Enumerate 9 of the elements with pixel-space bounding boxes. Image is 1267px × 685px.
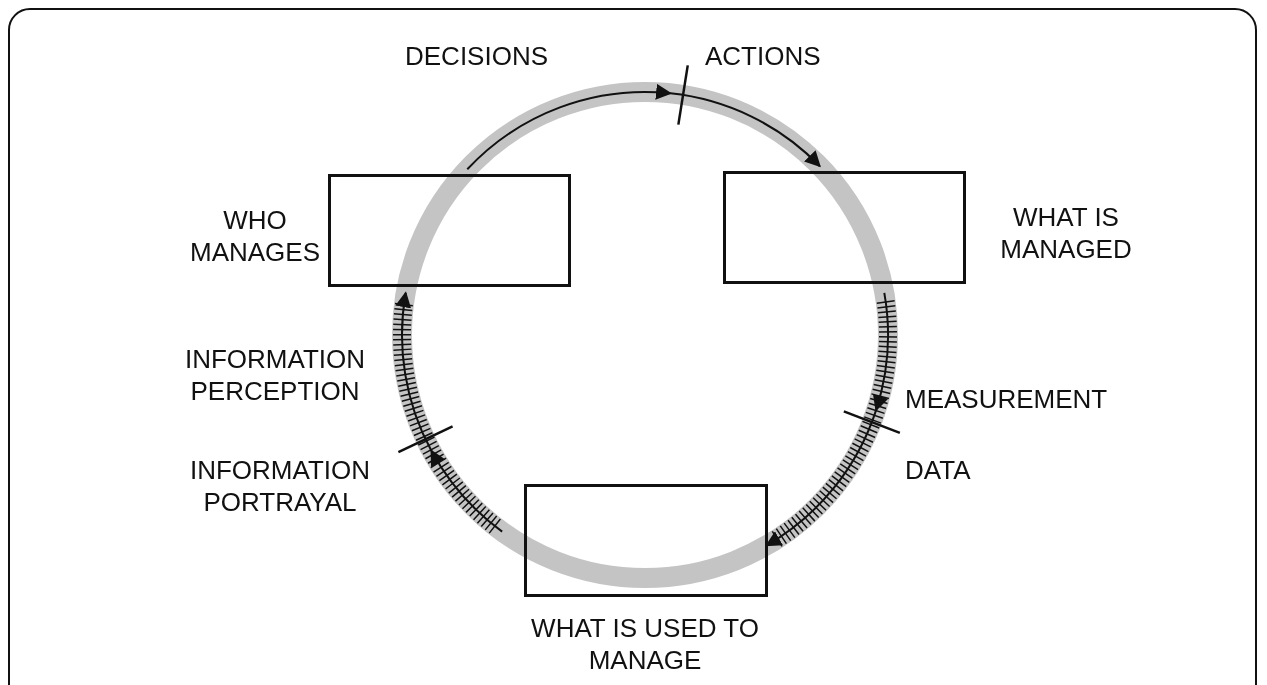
box-heading: WHAT IS MANAGED xyxy=(999,201,1133,265)
box-heading: WHO MANAGES xyxy=(189,204,321,268)
flow-label: INFORMATION PERCEPTION xyxy=(183,343,367,407)
box-heading: WHAT IS USED TO MANAGE xyxy=(530,612,760,676)
flow-label: ACTIONS xyxy=(705,40,822,72)
flow-label: MEASUREMENT xyxy=(905,383,1109,415)
flow-label: INFORMATION PORTRAYAL xyxy=(188,454,372,518)
flow-label: DATA xyxy=(905,454,972,486)
flow-label: DECISIONS xyxy=(405,40,550,72)
